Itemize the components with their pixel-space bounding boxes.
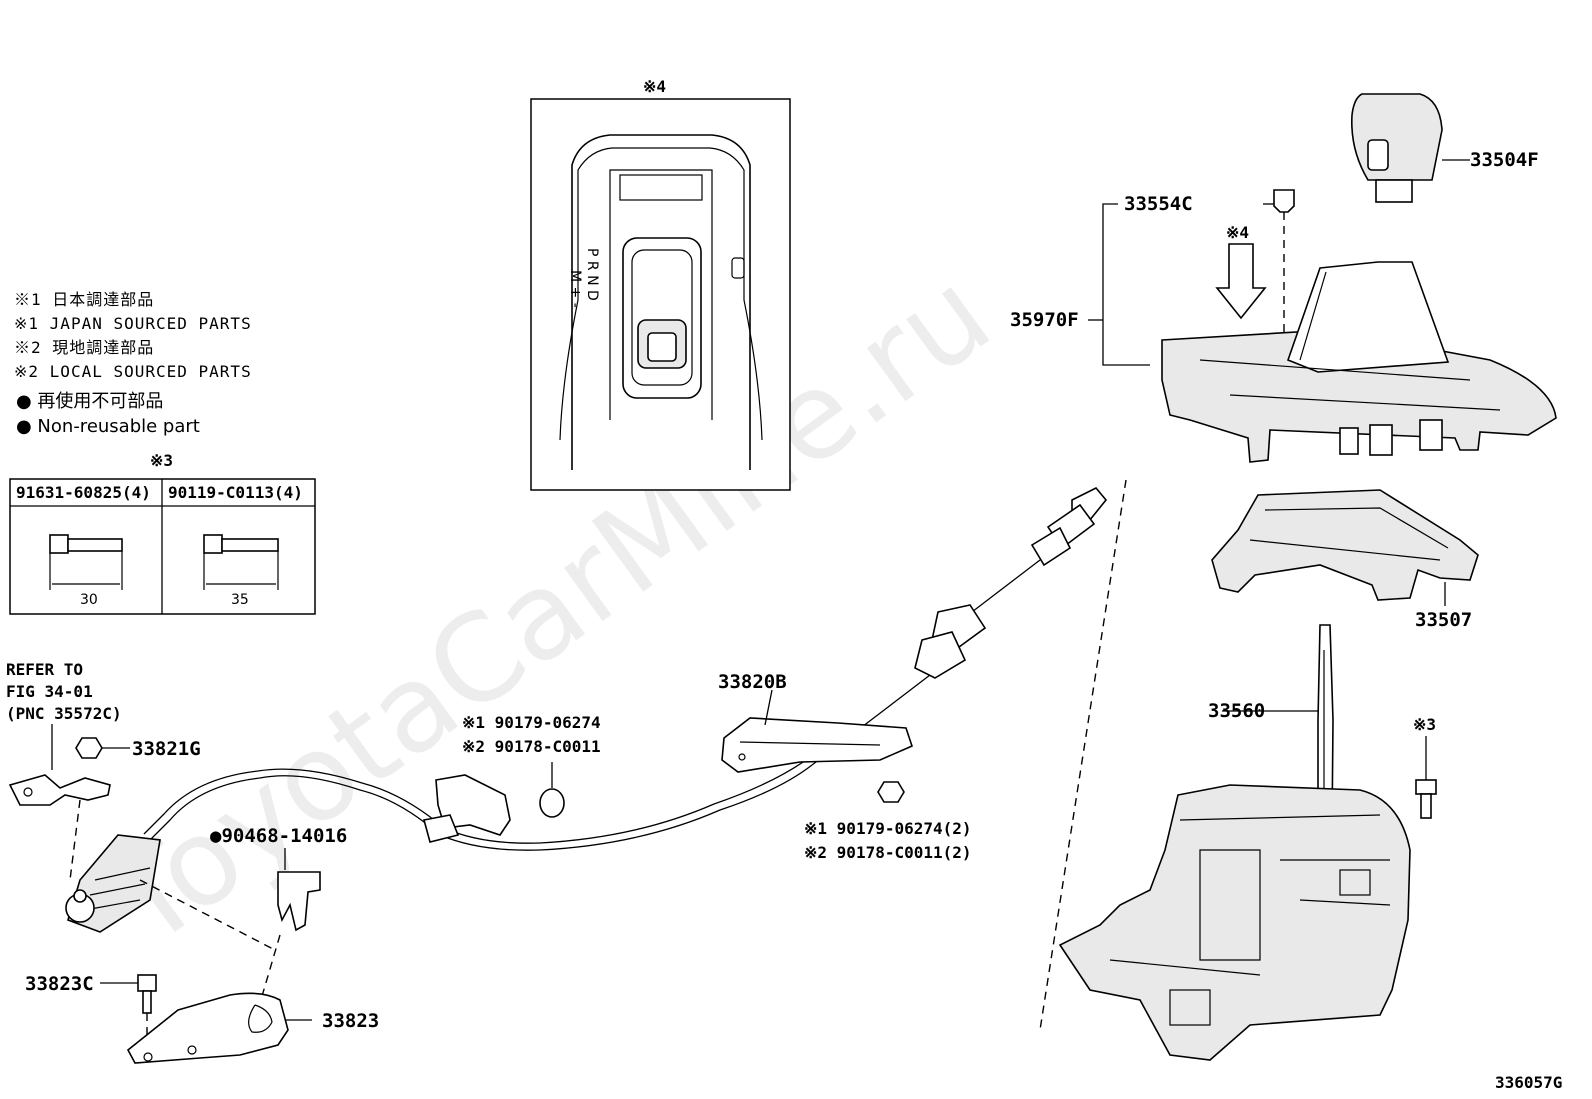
bolt-dim-1: 30: [80, 592, 98, 608]
refer-line-1: REFER TO: [6, 660, 83, 679]
label-33823C: 33823C: [25, 973, 94, 995]
retainer-bracket: [8, 774, 111, 881]
legend-line-3: ※2 現地調達部品: [14, 338, 154, 357]
bolt-dim-2: 35: [231, 592, 249, 608]
label-33507: 33507: [1415, 609, 1472, 631]
legend-line-5: ● 再使用不可部品: [16, 391, 163, 412]
inset-title: ※4: [643, 77, 666, 96]
legend-line-4: ※2 LOCAL SOURCED PARTS: [14, 362, 252, 381]
label-33821G: 33821G: [132, 738, 201, 760]
inset-shift-letters: P R N D: [584, 248, 600, 301]
figure-number: 336057G: [1495, 1073, 1562, 1092]
bolt-icon-2: 35: [203, 534, 279, 608]
clip-33554C: [1263, 189, 1295, 335]
console-cover-35970F: [1161, 261, 1557, 463]
label-33504F: 33504F: [1470, 149, 1539, 171]
label-clip-a2: ※2 90178-C0011: [462, 737, 601, 756]
down-arrow-icon: [1215, 243, 1267, 320]
refer-line-2: FIG 34-01: [6, 682, 93, 701]
label-clip-b1: ※1 90179-06274(2): [804, 819, 972, 838]
label-clip-a1: ※1 90179-06274: [462, 713, 601, 732]
legend: ※1 日本調達部品 ※1 JAPAN SOURCED PARTS ※2 現地調達…: [14, 290, 252, 437]
bolt-icon-1: 30: [49, 534, 123, 608]
housing-33507: [1211, 489, 1479, 606]
bolt-star3: ※3: [1413, 715, 1437, 819]
legend-line-2: ※1 JAPAN SOURCED PARTS: [14, 314, 252, 333]
bolt-table-title: ※3: [150, 451, 173, 470]
arrow-star4: ※4: [1226, 223, 1249, 242]
shift-knob: [1351, 93, 1470, 203]
legend-line-1: ※1 日本調達部品: [14, 290, 154, 309]
clip-90468: [277, 871, 321, 932]
shift-cable: [65, 487, 1108, 933]
refer-line-3: (PNC 35572C): [6, 704, 122, 723]
shift-lever-33560: [1058, 624, 1411, 1061]
label-star3: ※3: [1413, 715, 1436, 734]
label-33820B: 33820B: [718, 671, 787, 693]
label-clip-b2: ※2 90178-C0011(2): [804, 843, 972, 862]
nut-icon: [539, 788, 565, 818]
label-33823: 33823: [322, 1010, 379, 1032]
label-90468: ●90468-14016: [210, 825, 347, 847]
bolt-table: ※3 91631-60825(4) 90119-C0113(4) 30 35: [9, 451, 316, 615]
legend-line-6: ● Non-reusable part: [16, 416, 200, 437]
bolt-table-part-2: 90119-C0113(4): [168, 483, 303, 502]
bracket-33823: [126, 992, 312, 1064]
console-inset: ※4 P R N D M + -: [530, 77, 791, 491]
clip-33821G: [75, 737, 130, 759]
label-33554C: 33554C: [1124, 193, 1193, 215]
label-33560: 33560: [1208, 700, 1265, 722]
bolt-table-part-1: 91631-60825(4): [16, 483, 151, 502]
inset-mode-letters: M + -: [567, 270, 583, 308]
label-35970F: 35970F: [1010, 309, 1079, 331]
